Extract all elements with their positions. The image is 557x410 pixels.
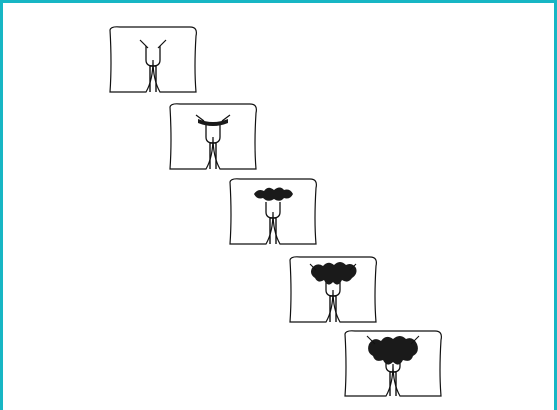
stage-2-drawing bbox=[169, 103, 257, 170]
stage-1-drawing bbox=[109, 26, 197, 93]
stage-5-drawing bbox=[344, 330, 442, 397]
stage-4-drawing bbox=[289, 256, 377, 323]
stage-3-drawing bbox=[229, 178, 317, 245]
